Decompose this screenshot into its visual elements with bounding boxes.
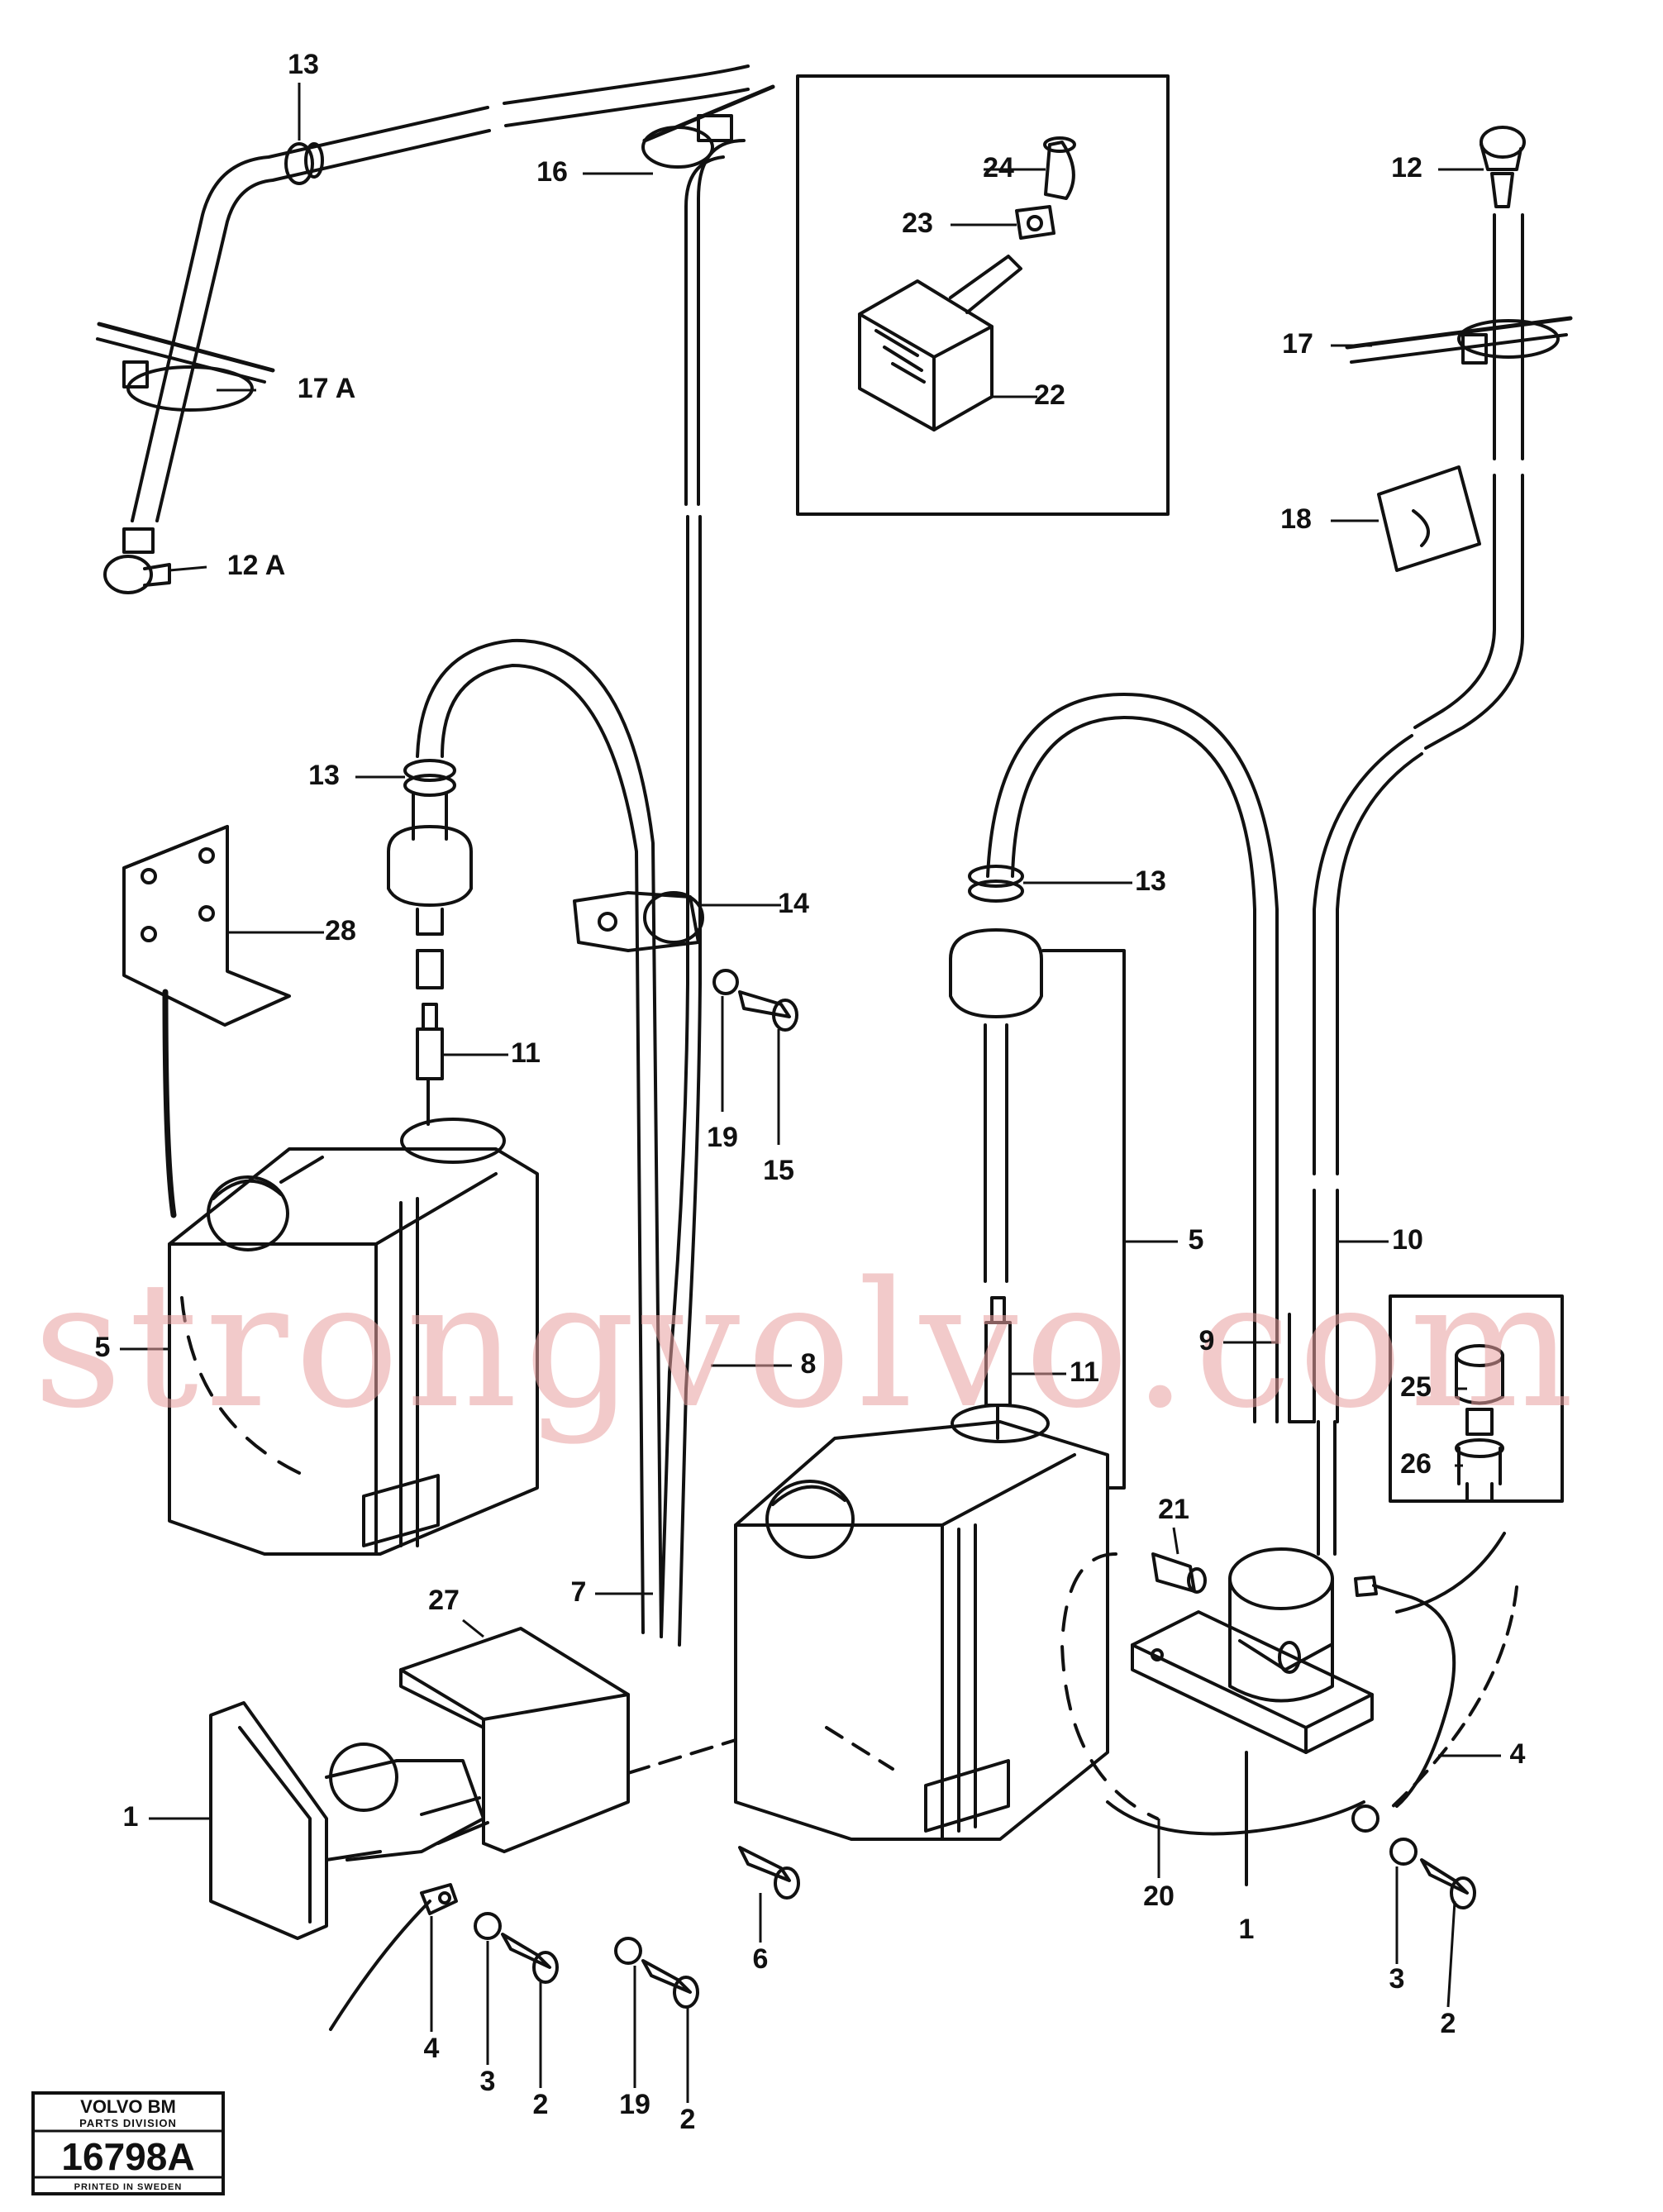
watermark-text: strongvolvo.com <box>33 1244 1580 1447</box>
washer-19-bottom <box>614 1937 642 1965</box>
callout-c13c: 13 <box>1135 865 1166 897</box>
washer-3-left <box>474 1912 502 1940</box>
nut-23 <box>1015 205 1055 240</box>
screw-2-right <box>1420 1858 1476 1909</box>
callout-c11b: 11 <box>1070 1356 1099 1388</box>
callout-c15: 15 <box>763 1155 794 1186</box>
callout-c1a: 1 <box>123 1801 139 1833</box>
clip-17 <box>1345 316 1573 365</box>
callout-c19a: 19 <box>707 1122 738 1153</box>
washer-3-right <box>1351 1804 1418 1866</box>
clip-14 <box>573 891 704 952</box>
callout-c8: 8 <box>801 1348 817 1380</box>
callout-c14: 14 <box>778 888 809 919</box>
fitting-12a <box>103 527 171 594</box>
callout-c9: 9 <box>1199 1325 1215 1356</box>
dash-motor-reservoir <box>627 1738 737 1775</box>
stamp-code: 16798A <box>61 2135 194 2178</box>
callout-c11a: 11 <box>511 1037 541 1069</box>
connector-13-right <box>949 865 1043 1283</box>
washer-19-top <box>712 969 739 995</box>
callout-c7: 7 <box>571 1576 587 1608</box>
screw-2-bottom <box>641 1959 699 2009</box>
callout-c28: 28 <box>325 915 356 946</box>
callout-c5b: 5 <box>1189 1224 1204 1256</box>
callout-c3a: 3 <box>1389 1963 1405 1995</box>
tube-left-loop <box>416 638 663 1638</box>
callout-c12a: 12 A <box>227 550 286 581</box>
ground-wire-4 <box>329 1883 458 2031</box>
screw-2-left <box>501 1933 559 1984</box>
cap-right <box>765 1480 855 1559</box>
connector-13-top <box>284 142 324 185</box>
leader-5-bracket <box>1041 949 1126 1490</box>
callout-c5a: 5 <box>95 1332 111 1363</box>
callout-c4b: 4 <box>424 2033 440 2064</box>
callout-c17a: 17 A <box>298 373 356 404</box>
part-26 <box>1455 1438 1504 1502</box>
callout-c18: 18 <box>1280 503 1312 535</box>
motor-1 <box>209 1701 489 1940</box>
hose-top-left <box>131 64 750 522</box>
callout-c25: 25 <box>1400 1371 1432 1403</box>
callout-c17: 17 <box>1282 328 1313 360</box>
wire-20 <box>1106 1800 1365 1836</box>
volvo-stamp: VOLVO BM PARTS DIVISION 16798A PRINTED I… <box>31 2091 225 2195</box>
callout-c19b: 19 <box>619 2089 650 2120</box>
callout-c27: 27 <box>428 1585 460 1616</box>
hose-10-lower <box>1313 734 1423 1556</box>
stamp-brand: VOLVO BM <box>80 2096 176 2117</box>
leader-lines <box>120 83 1501 2103</box>
knob-24 <box>1043 136 1076 200</box>
callout-c22: 22 <box>1034 379 1065 411</box>
hose-10-upper <box>1413 213 1524 750</box>
bracket-28 <box>122 825 291 1218</box>
callout-c4a: 4 <box>1510 1738 1526 1770</box>
cap-left <box>207 1175 289 1251</box>
filter-11-left <box>416 1003 444 1126</box>
screw-6 <box>738 1846 800 1900</box>
callout-c2b: 2 <box>533 2089 549 2120</box>
callout-c13a: 13 <box>288 49 319 80</box>
part-25 <box>1455 1344 1504 1436</box>
callout-c10: 10 <box>1392 1224 1423 1256</box>
callout-c26: 26 <box>1400 1448 1432 1480</box>
callout-c2a: 2 <box>1441 2008 1456 2039</box>
wire-4 <box>1354 1532 1518 1812</box>
callout-c13b: 13 <box>308 760 340 791</box>
connector-13-left <box>387 759 473 989</box>
pump-1 <box>1131 1547 1374 1754</box>
callout-c12: 12 <box>1391 152 1422 184</box>
tube-right-loop <box>986 693 1279 1423</box>
screw-15 <box>738 990 798 1032</box>
callout-c23: 23 <box>902 207 933 239</box>
clip-16 <box>641 84 775 169</box>
inset-switch-box <box>796 74 1170 516</box>
callout-c6: 6 <box>753 1943 769 1975</box>
reservoir-right <box>734 1404 1159 1841</box>
fitting-21 <box>1151 1552 1207 1594</box>
stamp-division: PARTS DIVISION <box>79 2117 177 2129</box>
callout-c3b: 3 <box>480 2066 496 2097</box>
fitting-12 <box>1480 126 1526 208</box>
callout-c1b: 1 <box>1239 1914 1255 1945</box>
reservoir-left <box>168 1118 539 1556</box>
inset-pump-box <box>1389 1294 1564 1503</box>
stamp-printed: PRINTED IN SWEDEN <box>74 2182 183 2192</box>
callout-c21: 21 <box>1158 1494 1189 1525</box>
callout-c24: 24 <box>983 152 1014 184</box>
callout-c2c: 2 <box>680 2104 696 2135</box>
clip-17a <box>96 322 275 412</box>
callout-c16: 16 <box>536 156 568 188</box>
filter-11-right <box>984 1296 1012 1440</box>
cover-27 <box>399 1627 630 1853</box>
pad-18 <box>1377 465 1481 572</box>
callout-c20: 20 <box>1143 1881 1175 1912</box>
switch-22 <box>858 255 1022 431</box>
